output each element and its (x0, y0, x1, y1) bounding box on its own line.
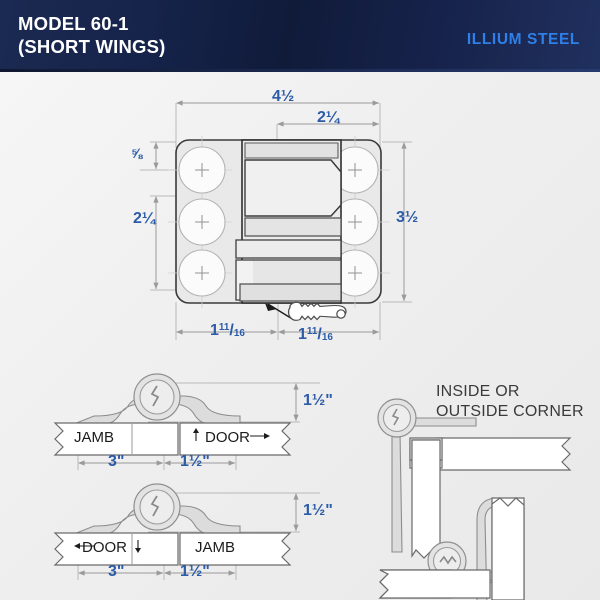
dim-center-width: 2¼ (317, 109, 340, 126)
section-top-height-dim: 1½" (303, 392, 333, 409)
dim-top-offset: ⅝ (131, 146, 143, 161)
key-icon (265, 301, 347, 321)
dim-hole-spacing: 2¼ (133, 210, 156, 227)
section-bottom-height-dim: 1½" (303, 502, 333, 519)
dim-bottom-right: 111/16 (298, 326, 333, 344)
corner-detail-title: INSIDE OR OUTSIDE CORNER (436, 383, 584, 420)
dim-overall-height: 3½ (396, 209, 419, 226)
section-bottom-left-dim: 3" (108, 563, 125, 580)
page-title: MODEL 60-1 (SHORT WINGS) (18, 13, 166, 57)
dim-bottom-left: 111/16 (210, 322, 245, 340)
section-bottom-right-label: JAMB (195, 539, 236, 556)
section-top-right-label: DOOR (205, 429, 250, 446)
section-bottom-left-label: DOOR (82, 539, 127, 556)
section-top-left-dim: 3" (108, 453, 125, 470)
dim-overall-width: 4½ (272, 88, 295, 105)
section-top-right-dim: 1½" (180, 453, 210, 470)
section-top-left-label: JAMB (74, 429, 115, 446)
section-bottom-right-dim: 1½" (180, 563, 210, 580)
brand-name: ILLIUM STEEL (466, 31, 580, 48)
header-bar: MODEL 60-1 (SHORT WINGS) ILLIUM STEEL (0, 0, 600, 72)
